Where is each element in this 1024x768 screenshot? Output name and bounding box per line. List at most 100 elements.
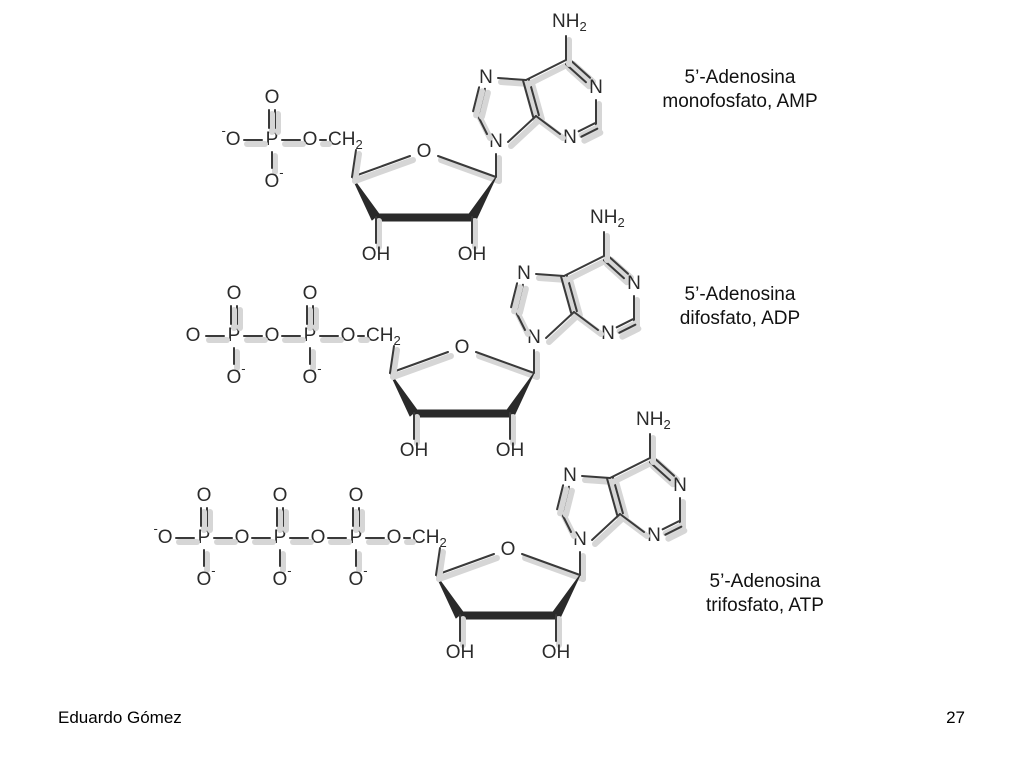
atp-caption: 5’-Adenosina trifosfato, ATP bbox=[665, 570, 865, 618]
amp-bond-n3-c4-shadow bbox=[536, 117, 566, 141]
adp-bond-o-c4-shadow bbox=[390, 353, 454, 380]
atp-ring-oxygen: O bbox=[501, 539, 516, 560]
amp-bond-c2-n3-a-shadow bbox=[578, 124, 601, 139]
atp-wedge-c3-c2 bbox=[459, 611, 557, 620]
atp-anion-o-1: O- bbox=[272, 563, 291, 590]
atp-bond-c5-c4-b-shadow bbox=[612, 478, 629, 521]
amp-bond-c8-n7-b bbox=[472, 86, 481, 113]
amp-bond-o-c1 bbox=[437, 155, 497, 178]
atp-amine: NH2 bbox=[636, 409, 671, 432]
adp-bond-c5-c6-shadow bbox=[564, 257, 610, 283]
footer-author: Eduardo Gómez bbox=[58, 708, 182, 727]
adp-bond-c4-n9 bbox=[545, 311, 575, 339]
amp-oxo-0: O bbox=[265, 87, 280, 108]
atp-bond-c5-c4-a-shadow bbox=[607, 479, 624, 522]
atp-phosphorus-0: P bbox=[350, 527, 363, 548]
adp-bond-c2-n3-a bbox=[615, 318, 634, 329]
amp-bridge-o-ch2: O bbox=[303, 129, 318, 150]
adp-bond-c5-c6 bbox=[563, 255, 605, 277]
atp-oxo-2: O bbox=[197, 485, 212, 506]
adp-bond-c6-n1-a bbox=[602, 259, 625, 280]
atp-hydroxyl-3: OH bbox=[446, 642, 475, 663]
amp-bond-c8-n7-b-shadow bbox=[473, 88, 486, 119]
amp-ring-oxygen: O bbox=[417, 141, 432, 162]
amp-methylene: CH2 bbox=[328, 129, 363, 152]
amp-bond-c6-n1-b bbox=[569, 58, 592, 79]
atp-caption-line2: trifosfato, ATP bbox=[706, 595, 824, 616]
atp-bridge-o-0: O bbox=[311, 527, 326, 548]
atp-n7: N bbox=[563, 465, 577, 486]
amp-bond-c5-c4-b-shadow bbox=[528, 80, 545, 123]
adp-bond-c5-c4-a-shadow bbox=[561, 277, 578, 320]
adp-bond-o-c1-shadow bbox=[476, 353, 540, 380]
atp-n9: N bbox=[573, 529, 587, 550]
adp-caption: 5’-Adenosina difosfato, ADP bbox=[640, 283, 840, 331]
amp-bond-c2-n3-a bbox=[577, 122, 596, 133]
amp-bond-c4-n9 bbox=[507, 115, 537, 143]
adp-bond-c2-n3-b bbox=[618, 323, 637, 334]
adp-bond-c5-c4-b-shadow bbox=[566, 276, 583, 319]
adp-hydroxyl-3: OH bbox=[400, 440, 429, 461]
atp-phosphorus-2: P bbox=[198, 527, 211, 548]
atp-bond-c6-n1-a bbox=[648, 461, 671, 482]
atp-n3: N bbox=[647, 525, 661, 546]
atp-bond-c8-n7-a-shadow bbox=[562, 487, 575, 518]
amp-bond-c2-n3-b-shadow bbox=[581, 129, 604, 144]
adp-anion-o-1: O- bbox=[226, 361, 245, 388]
atp-bond-n3-c4-shadow bbox=[620, 515, 650, 539]
amp-bond-c6-n1-a bbox=[564, 63, 587, 84]
adp-phosphorus-0: P bbox=[304, 325, 317, 346]
atp-bond-c2-n3-a bbox=[661, 520, 680, 531]
atp-bond-c5-c4-a bbox=[606, 477, 619, 516]
adp-n9: N bbox=[527, 327, 541, 348]
adp-ring-oxygen: O bbox=[455, 337, 470, 358]
amp-bond-c4-ch2-shadow bbox=[352, 151, 362, 184]
atp-bond-c6-n1-b bbox=[653, 456, 676, 477]
amp-bond-c5-c4-a bbox=[522, 79, 535, 118]
atp-hydroxyl-2: OH bbox=[542, 642, 571, 663]
adp-n1: N bbox=[627, 273, 641, 294]
adp-bond-c8-n7-b bbox=[510, 282, 519, 309]
amp-n9: N bbox=[489, 131, 503, 152]
atp-oxo-0: O bbox=[349, 485, 364, 506]
adp-terminal-oxygen: O bbox=[186, 325, 201, 346]
amp-bond-c4-n9-shadow bbox=[508, 117, 542, 149]
atp-bond-c4-ch2 bbox=[435, 547, 441, 576]
atp-bond-o-c1 bbox=[521, 553, 581, 576]
atp-bridge-o-ch2: O bbox=[387, 527, 402, 548]
adp-bond-c4-n9-shadow bbox=[546, 313, 580, 345]
adp-bond-n3-c4 bbox=[573, 311, 599, 331]
amp-bond-n7-c5 bbox=[497, 77, 527, 81]
atp-bond-c8-n7-b bbox=[556, 484, 565, 511]
adp-bond-n7-c5 bbox=[535, 273, 565, 277]
atp-anion-o-0: O- bbox=[348, 563, 367, 590]
adp-bond-c4-ch2-shadow bbox=[390, 347, 400, 380]
amp-hydroxyl-3: OH bbox=[362, 244, 391, 265]
atp-oxo-1: O bbox=[273, 485, 288, 506]
atp-bond-c2-n3-b bbox=[664, 525, 683, 536]
amp-caption-line1: 5’-Adenosina bbox=[684, 67, 796, 88]
amp-hydroxyl-2: OH bbox=[458, 244, 487, 265]
adp-bridge-o-ch2: O bbox=[341, 325, 356, 346]
atp-bond-c8-n7-b-shadow bbox=[557, 486, 570, 517]
atp-terminal-oxygen: -O bbox=[153, 521, 172, 548]
atp-bond-c2-n3-a-shadow bbox=[662, 522, 685, 537]
amp-caption-line2: monofosfato, AMP bbox=[662, 91, 818, 112]
amp-bond-c5-c6-shadow bbox=[526, 61, 572, 87]
amp-phosphorus-0: P bbox=[266, 129, 279, 150]
atp-bond-o-c4-shadow bbox=[436, 555, 500, 582]
amp-n3: N bbox=[563, 127, 577, 148]
amp-caption: 5’-Adenosina monofosfato, AMP bbox=[630, 66, 850, 114]
amp-bond-n3-c4 bbox=[535, 115, 561, 135]
adp-bond-c8-n7-a-shadow bbox=[516, 285, 529, 316]
atp-n1: N bbox=[673, 475, 687, 496]
amp-n1: N bbox=[589, 77, 603, 98]
adp-phosphorus-1: P bbox=[228, 325, 241, 346]
atp-caption-line1: 5’-Adenosina bbox=[709, 571, 821, 592]
adp-bond-c4-ch2 bbox=[389, 345, 395, 374]
atp-bond-c5-c6-shadow bbox=[610, 459, 656, 485]
amp-bond-c5-c4-a-shadow bbox=[523, 81, 540, 124]
